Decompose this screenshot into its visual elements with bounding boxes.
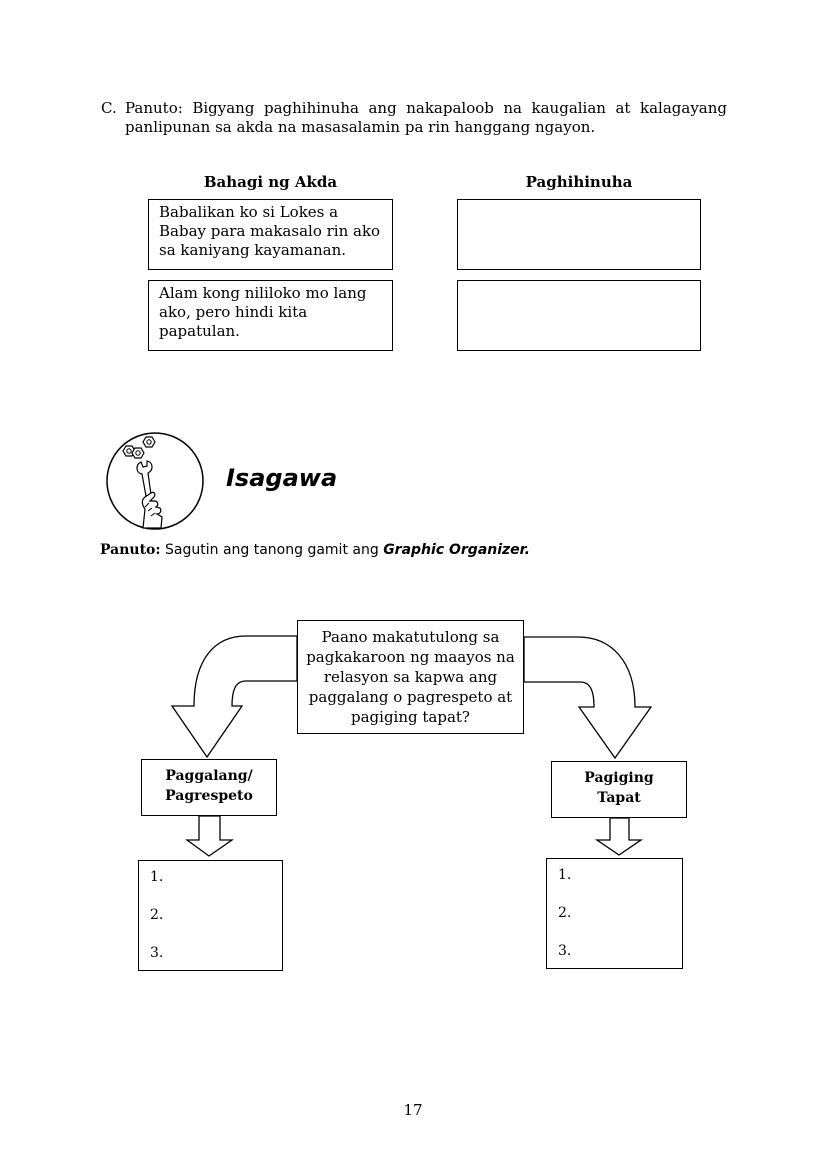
instruction-c: C. Panuto: Bigyang paghihinuha ang nakap… (101, 99, 727, 137)
question-box: Paano makatutulong sa pagkakaroon ng maa… (297, 620, 524, 734)
label-box-paggalang: Paggalang/ Pagrespeto (141, 759, 277, 816)
left-down-arrow (185, 815, 235, 857)
right-down-arrow (594, 817, 644, 856)
panuto-line: Panuto: Sagutin ang tanong gamit ang Gra… (100, 542, 530, 558)
list-item-number: 1. (558, 867, 572, 883)
right-curved-arrow (523, 636, 653, 760)
instruction-text: Panuto: Bigyang paghihinuha ang nakapalo… (125, 99, 727, 136)
section-title: Isagawa (226, 464, 338, 492)
list-item-number: 1. (150, 869, 164, 885)
label-paggalang-line1: Paggalang/ (165, 768, 253, 784)
answer-box-2[interactable] (457, 280, 701, 351)
list-item-number: 3. (150, 945, 164, 961)
hand-wrench-icon (106, 432, 204, 530)
col-header-bahagi: Bahagi ng Akda (203, 173, 338, 191)
excerpt-box-2: Alam kong nililoko mo lang ako, pero hin… (148, 280, 393, 351)
col-header-paghihinuha: Paghihinuha (525, 173, 633, 191)
answer-list-right[interactable]: 1. 2. 3. (546, 858, 683, 969)
label-tapat-line2: Tapat (597, 790, 641, 806)
instruction-letter: C. (101, 99, 117, 117)
excerpt-box-1: Babalikan ko si Lokes a Babay para makas… (148, 199, 393, 270)
left-curved-arrow (170, 635, 298, 759)
label-paggalang-line2: Pagrespeto (165, 788, 253, 804)
panuto-text: Sagutin ang tanong gamit ang (165, 542, 379, 558)
panuto-label: Panuto: (100, 542, 161, 558)
label-box-pagiging-tapat: Pagiging Tapat (551, 761, 687, 818)
answer-box-1[interactable] (457, 199, 701, 270)
list-item-number: 3. (558, 943, 572, 959)
panuto-emphasis: Graphic Organizer. (383, 542, 530, 558)
list-item-number: 2. (150, 907, 164, 923)
page-number: 17 (403, 1101, 423, 1119)
list-item-number: 2. (558, 905, 572, 921)
label-tapat-line1: Pagiging (584, 770, 654, 786)
answer-list-left[interactable]: 1. 2. 3. (138, 860, 283, 971)
